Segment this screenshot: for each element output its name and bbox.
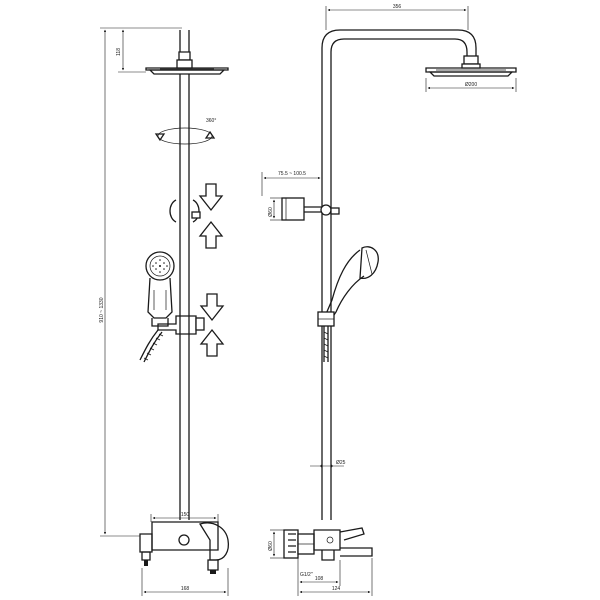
side-view: 356 Ø200 75.5 ~ 100.5	[261, 4, 517, 596]
label-arm-reach: 356	[393, 4, 402, 10]
dim-mixer-height: Ø60	[268, 529, 284, 559]
dim-side-depth-a: 108	[299, 560, 341, 586]
dim-bracket-range: 75.5 ~ 100.5	[261, 171, 323, 196]
dim-mixer-width: 150	[150, 512, 219, 522]
front-slide-holder	[157, 315, 205, 335]
lower-adjust-arrows	[199, 293, 225, 357]
front-hand-shower	[145, 251, 175, 327]
top-nut	[178, 51, 191, 61]
top-connector	[179, 30, 190, 52]
label-head-drop: 118	[116, 48, 122, 56]
side-slide-holder	[317, 311, 335, 327]
spray-holes	[152, 259, 168, 273]
side-riser-and-arm	[321, 29, 479, 520]
side-hose	[323, 326, 329, 362]
front-shower-head	[145, 59, 229, 75]
label-rotation: 360°	[206, 118, 216, 124]
dim-pipe-diameter: Ø25	[310, 460, 346, 468]
label-bracket-height: Ø60	[268, 207, 274, 217]
label-mixer-width: 150	[181, 512, 190, 518]
upper-adjust-arrows	[198, 183, 224, 249]
label-mixer-height: Ø60	[268, 541, 274, 551]
label-total-height: 910 ~ 1330	[99, 297, 105, 322]
label-side-depth-b: 124	[332, 586, 341, 592]
front-hose	[139, 329, 164, 363]
rotation-symbol: 360°	[154, 118, 216, 145]
dim-front-head-drop: 118	[116, 29, 146, 73]
front-riser-pipe	[179, 74, 190, 520]
dim-front-total-height: 910 ~ 1330	[99, 27, 182, 537]
dim-side-depth-b: 124	[299, 558, 373, 596]
dim-head-diameter: Ø200	[425, 78, 517, 92]
front-mixer	[139, 521, 230, 574]
label-pipe-diameter: Ø25	[336, 460, 346, 466]
label-inlet-thread: G1/2"	[300, 572, 313, 578]
side-hand-shower	[325, 246, 379, 319]
side-mixer	[283, 527, 373, 561]
front-view: 910 ~ 1330 118 360°	[99, 27, 230, 596]
side-wall-bracket	[281, 197, 340, 221]
label-outlet-width: 168	[181, 586, 190, 592]
dim-outlet-width: 168	[141, 568, 229, 596]
front-upper-bracket	[169, 199, 201, 223]
label-side-depth-a: 108	[315, 576, 324, 582]
side-shower-head	[425, 63, 517, 77]
label-head-diameter: Ø200	[465, 82, 477, 88]
label-bracket-range: 75.5 ~ 100.5	[278, 171, 306, 177]
dim-arm-reach: 356	[325, 4, 469, 30]
dim-bracket-height: Ø60	[268, 197, 282, 221]
